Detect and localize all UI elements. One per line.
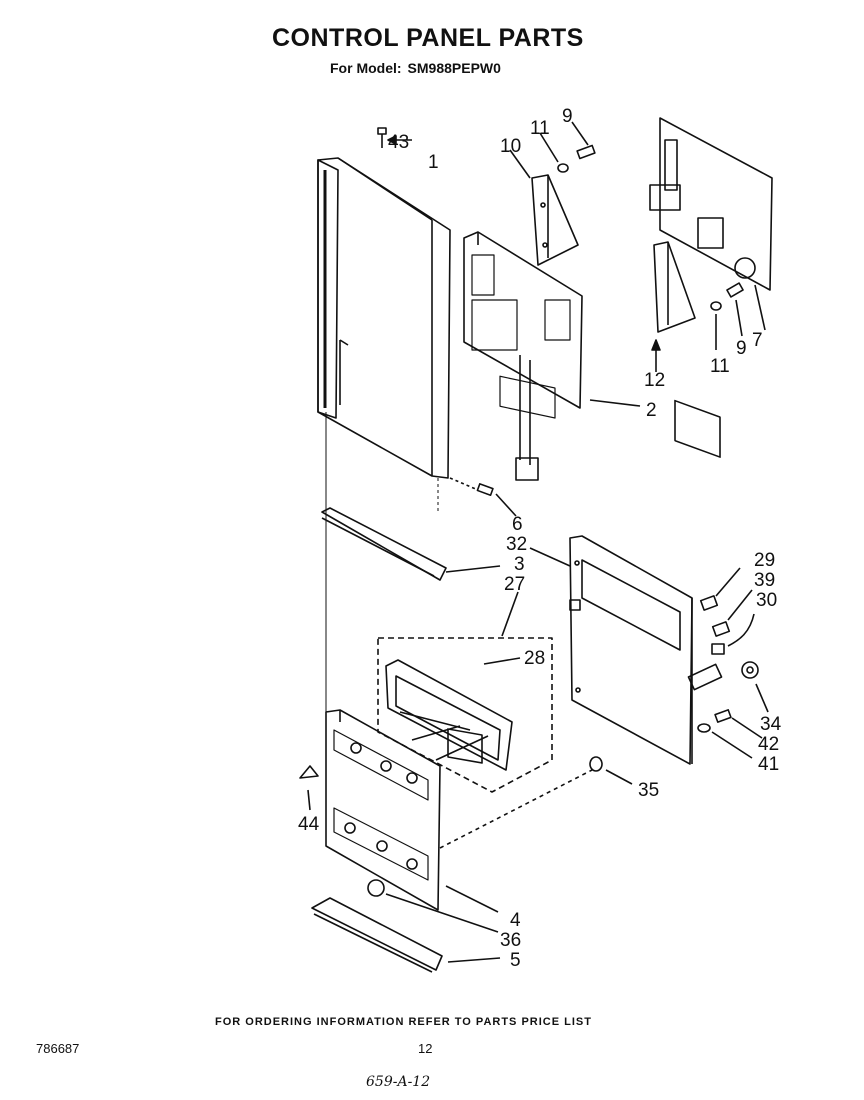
part-43-screw [377,127,412,148]
callout-9-top: 9 [562,106,573,127]
part-44-knob [299,765,319,811]
callout-44: 44 [298,814,320,835]
callout-42: 42 [758,734,779,755]
part-2-touch-membrane [463,231,641,481]
part-6-screw [449,477,517,517]
part-11-9-fasteners-right [710,282,744,350]
part-5-bottom-trim [311,897,501,973]
callout-9-right: 9 [736,338,747,359]
callout-43: 43 [388,132,409,153]
callout-3: 3 [514,554,525,575]
part-12-bracket [651,241,696,372]
parts-29-39-30-34-42-41-hardware [687,567,769,759]
callout-30: 30 [756,590,777,611]
part-10-bracket [531,174,579,266]
page-title: CONTROL PANEL PARTS [272,24,584,52]
callout-7: 7 [752,330,763,351]
part-11-9-fasteners-top [509,121,596,179]
callout-28: 28 [524,648,545,669]
part-35-clip [439,756,633,849]
callout-41: 41 [758,754,779,775]
part-4-front-panel [325,709,499,913]
display-frame [385,659,513,771]
callout-32: 32 [506,534,527,555]
part-36-button-cap [367,879,499,933]
callout-36: 36 [500,930,521,951]
part-1-side-panel [317,157,451,479]
callout-12: 12 [644,370,665,391]
handwritten-code: 659-A-12 [366,1074,431,1090]
part-28-clip [447,657,521,764]
document-number: 786687 [36,1041,80,1056]
part-27-dashed-group [377,591,553,793]
callout-11-right: 11 [710,356,730,377]
part-7-control-board [649,117,773,458]
ordering-note: FOR ORDERING INFORMATION REFER TO PARTS … [215,1016,592,1028]
callout-4: 4 [510,910,521,931]
callout-1: 1 [428,152,439,173]
page-number: 12 [418,1041,433,1056]
callout-labels: 43 1 10 11 9 2 12 11 9 7 6 32 3 27 28 29… [298,106,782,971]
callout-10: 10 [500,136,521,157]
model-prefix: For Model: [330,60,402,76]
callout-35: 35 [638,780,659,801]
callout-2: 2 [646,400,657,421]
callout-5: 5 [510,950,521,971]
model-number: SM988PEPW0 [407,60,501,76]
part-32-rear-panel [529,535,693,765]
callout-11-top: 11 [530,118,550,139]
model-line: For Model: SM988PEPW0 [330,60,507,76]
callout-39: 39 [754,570,775,591]
callout-27: 27 [504,574,525,595]
callout-6: 6 [512,514,523,535]
callout-29: 29 [754,550,775,571]
part-3-trim-strip [321,507,501,581]
callout-34: 34 [760,714,782,735]
